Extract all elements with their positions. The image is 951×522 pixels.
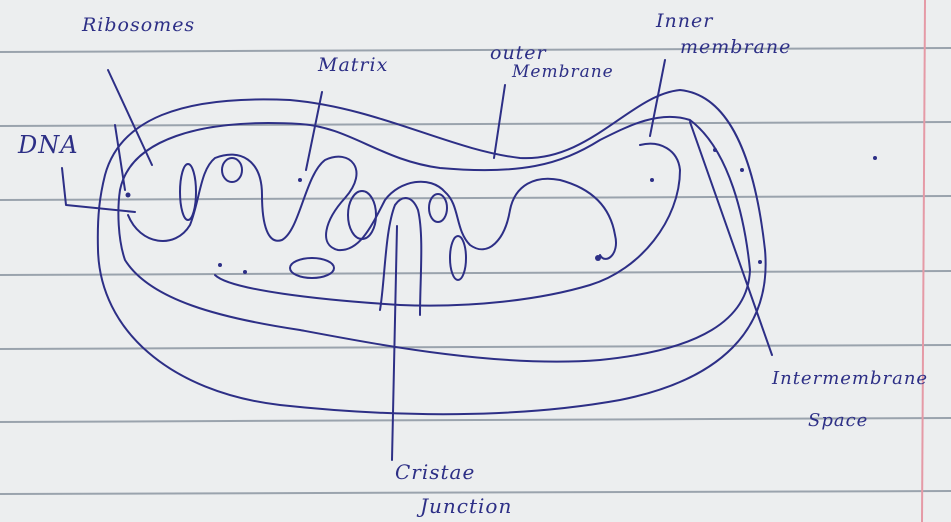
matrix-granule: [222, 158, 242, 182]
label-matrix: Matrix: [318, 56, 388, 75]
label-ribosomes: Ribosomes: [82, 16, 195, 35]
ribosome-dot: [873, 156, 877, 160]
ribosome-dot: [218, 263, 222, 267]
ribosomes-pointer-2: [115, 125, 125, 190]
ruled-line: [0, 196, 951, 200]
ruled-line: [0, 48, 951, 52]
cristae-junction-pointer: [392, 226, 397, 460]
cristae: [128, 155, 616, 259]
matrix-granule: [290, 258, 334, 278]
cristae-junction-fold: [380, 198, 421, 315]
ribosome-dot: [595, 255, 601, 261]
label-outer-membrane-line2: Membrane: [512, 64, 614, 81]
ruled-line: [0, 271, 951, 275]
label-inner-membrane-line1: Inner: [656, 12, 713, 31]
label-outer-membrane-line1: outer: [490, 44, 547, 63]
label-cristae-line2: Junction: [420, 496, 512, 516]
ribosome-dot: [740, 168, 744, 172]
ribosome-dot: [650, 178, 654, 182]
label-intermembrane-line2: Space: [808, 412, 868, 430]
label-intermembrane-line1: Intermembrane: [772, 370, 928, 388]
ribosome-dots: [126, 148, 878, 274]
outer-membrane-pointer: [494, 85, 505, 158]
ribosome-dot: [758, 260, 762, 264]
ribosome-dot: [243, 270, 247, 274]
outer-membrane: [98, 90, 766, 414]
matrix-granule: [180, 164, 196, 220]
margin-line: [922, 0, 925, 522]
label-cristae-line1: Cristae: [395, 462, 475, 482]
ribosome-dot: [298, 178, 302, 182]
intermembrane-pointer: [690, 122, 772, 355]
ribosome-dot: [126, 193, 131, 198]
label-dna: DNA: [18, 133, 79, 157]
ribosome-dot: [713, 148, 717, 152]
label-inner-membrane-line2: membrane: [680, 38, 791, 57]
